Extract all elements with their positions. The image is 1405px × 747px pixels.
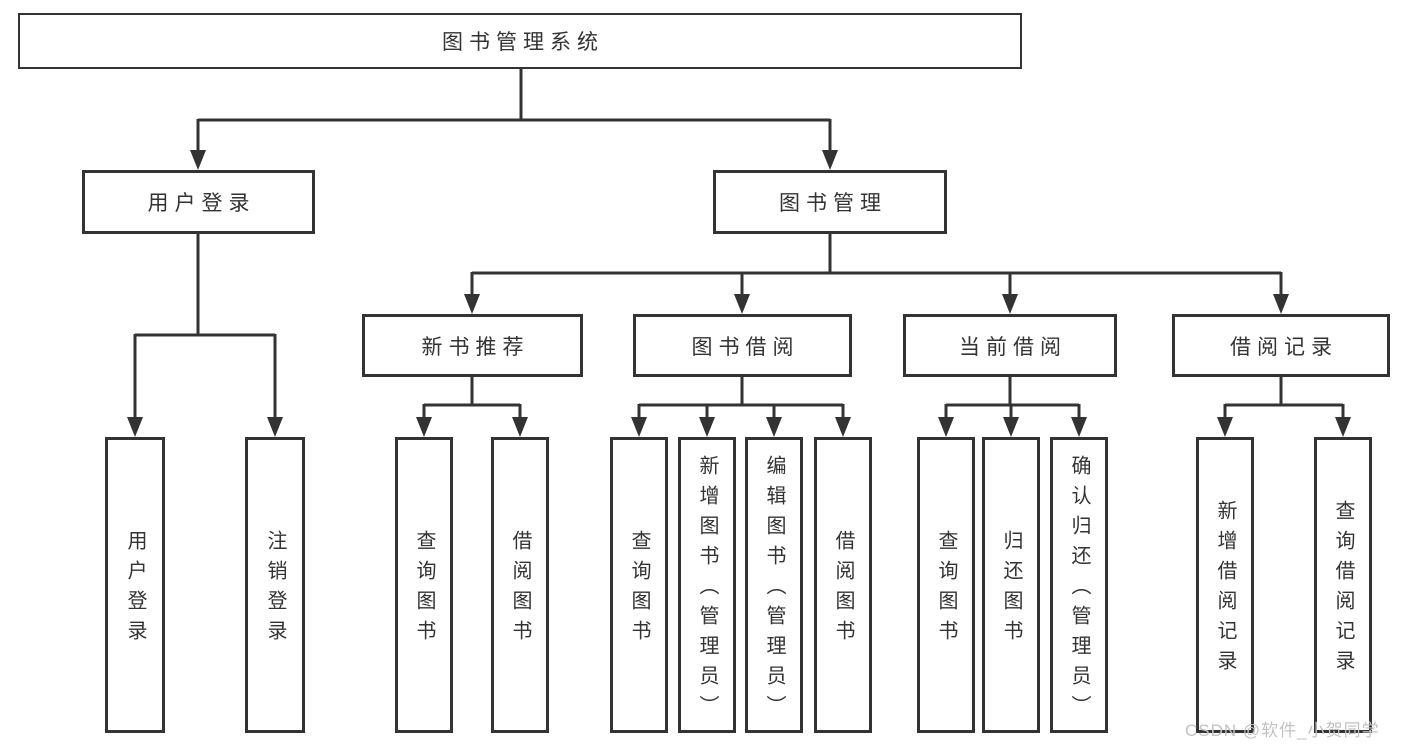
leaf-recommend-borrow-book: 借阅图书 xyxy=(491,437,549,733)
leaf-borrow-borrow-book: 借阅图书 xyxy=(814,437,872,733)
leaf-logout-login: 注销登录 xyxy=(245,437,305,733)
leaf-query-borrow-record: 查询借阅记录 xyxy=(1314,437,1372,733)
leaf-add-book-admin: 新增图书（管理员） xyxy=(678,437,736,733)
node-book-management: 图书管理 xyxy=(713,170,947,234)
leaf-return-book: 归还图书 xyxy=(982,437,1040,733)
leaf-user-login: 用户登录 xyxy=(105,437,165,733)
node-root-library-system: 图书管理系统 xyxy=(18,13,1022,69)
leaf-add-borrow-record: 新增借阅记录 xyxy=(1196,437,1254,733)
node-new-book-recommend: 新书推荐 xyxy=(362,314,583,377)
leaf-borrow-query-book: 查询图书 xyxy=(610,437,668,733)
leaf-current-query-book: 查询图书 xyxy=(917,437,975,733)
arrowheads xyxy=(127,150,1351,437)
leaf-confirm-return-admin: 确认归还（管理员） xyxy=(1050,437,1108,733)
leaf-edit-book-admin: 编辑图书（管理员） xyxy=(745,437,803,733)
leaf-recommend-query-book: 查询图书 xyxy=(395,437,453,733)
node-current-borrow: 当前借阅 xyxy=(903,314,1117,377)
csdn-watermark: CSDN @软件_小贺同学 xyxy=(1185,721,1380,740)
node-borrow-record: 借阅记录 xyxy=(1172,314,1390,377)
node-book-borrow: 图书借阅 xyxy=(633,314,852,377)
node-user-login: 用户登录 xyxy=(82,170,315,234)
